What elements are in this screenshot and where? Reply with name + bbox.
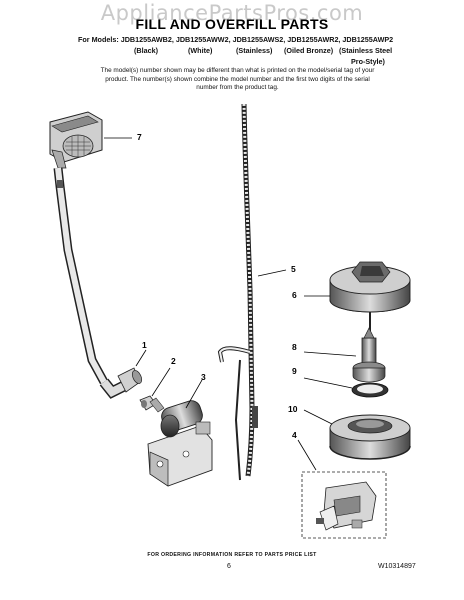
watermark: AppliancePartsPros.com xyxy=(100,1,364,25)
model-note: The model(s) number shown may be differe… xyxy=(100,67,375,91)
overfill-tube-5 xyxy=(217,103,258,481)
callout-5: 5 xyxy=(291,264,296,274)
leader-10 xyxy=(303,409,333,425)
color-stainless: (Stainless) xyxy=(236,46,273,55)
float-base-10 xyxy=(329,414,411,460)
document-number: W10314897 xyxy=(378,563,416,570)
color-pro-style: Pro-Style) xyxy=(351,57,385,66)
float-cap-6 xyxy=(329,261,411,336)
vent-grille xyxy=(49,111,103,169)
color-stainless-steel: (Stainless Steel xyxy=(339,46,393,55)
float-stem-8 xyxy=(352,327,386,383)
color-black: (Black) xyxy=(134,46,158,55)
color-oiled-bronze: (Oiled Bronze) xyxy=(284,46,334,55)
callout-3: 3 xyxy=(201,372,206,382)
leader-3 xyxy=(185,379,203,409)
page-number: 6 xyxy=(227,563,231,570)
page-title: FILL AND OVERFILL PARTS xyxy=(135,16,329,32)
callout-2: 2 xyxy=(171,356,176,366)
ordering-footer: FOR ORDERING INFORMATION REFER TO PARTS … xyxy=(147,552,317,558)
leader-5 xyxy=(257,269,287,277)
color-white: (White) xyxy=(188,46,213,55)
callout-1: 1 xyxy=(142,340,147,350)
water-valve-3 xyxy=(147,397,213,487)
leader-9 xyxy=(303,377,353,389)
leader-4 xyxy=(297,439,317,471)
leader-1 xyxy=(135,349,147,367)
callout-7: 7 xyxy=(137,132,142,142)
fill-hose xyxy=(53,167,131,399)
models-line: For Models: JDB1255AWB2, JDB1255AWW2, JD… xyxy=(78,35,394,44)
callout-6: 6 xyxy=(292,290,297,300)
float-switch-4 xyxy=(301,471,387,539)
leader-2 xyxy=(151,367,171,397)
callout-9: 9 xyxy=(292,366,297,376)
callout-10: 10 xyxy=(288,404,298,414)
leader-8 xyxy=(303,351,357,357)
hose-fitting-1 xyxy=(117,367,143,393)
seal-ring-9 xyxy=(351,382,389,398)
callout-8: 8 xyxy=(292,342,297,352)
fitting-2 xyxy=(139,395,157,411)
callout-4: 4 xyxy=(292,430,297,440)
